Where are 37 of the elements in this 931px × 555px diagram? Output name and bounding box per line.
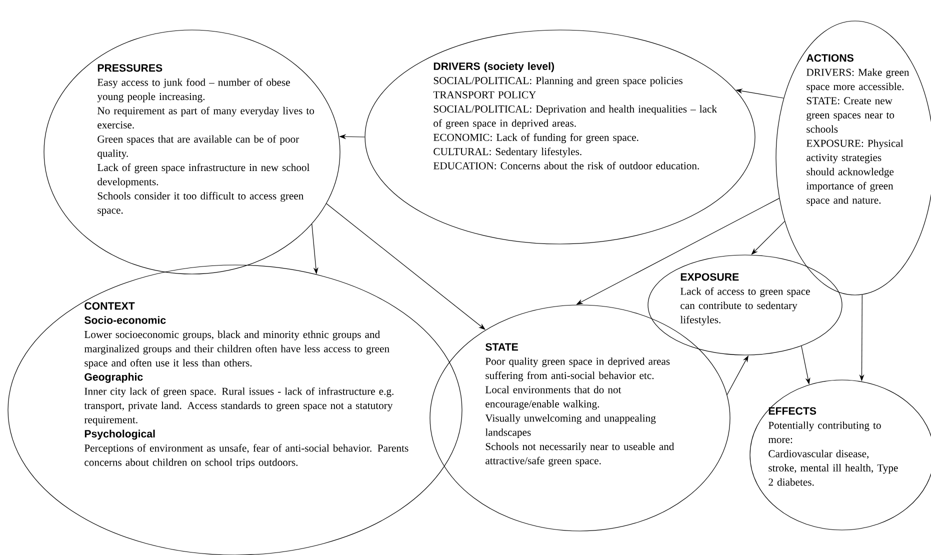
body-text: TRANSPORT POLICY [433,91,536,98]
body-text: ECONOMIC: Lack of funding for green space. [434,133,638,144]
body-text: Visually unwelcoming and unappealing landscapes [485,414,656,438]
heading: ACTIONS [806,54,854,62]
body-text: DRIVERS: Make green space more accessible. [806,68,910,92]
subheading: Socio-economic [84,316,166,324]
body-text: Easy access to junk food – number of obese young people increasing. [97,78,290,102]
heading: PRESSURES [98,64,162,72]
body-text: CULTURAL: Sedentary lifestyles. [434,148,582,158]
body-text: Cardiovascular disease, stroke, mental ill health, Type 2 diabetes. [768,450,898,486]
ellipse-node [648,254,842,356]
body-text: Local environments that do not encourage/enable walking. [486,386,622,410]
body-text: Perceptions of environment as unsafe, fear of anti-social behavior. Parents concerns about children on school trips outdoors. [84,444,408,468]
body-text: SOCIAL/POLITICAL: Planning and green space policies [434,76,682,86]
heading: DRIVERS (society level) [434,62,554,72]
body-text: Lower socioeconomic groups, black and minority ethnic groups and marginalized groups and their children often have less access to green space and often use it less than others. [84,330,390,369]
ellipse-node [364,30,756,244]
heading: EFFECTS [768,407,816,415]
body-text: No requirement as part of many everyday lives to exercise. [98,106,314,129]
heading: STATE [486,343,518,351]
subheading: Geographic [84,372,143,383]
ellipse-node [44,30,340,274]
body-text: Poor quality green space in deprived areas suffering from anti-social behavior etc. [486,357,670,382]
subheading: Psychological [84,430,155,440]
body-text: Schools consider it too difficult to access green space. [98,192,304,216]
body-text: Schools not necessarily near to useable and attractive/safe green space. [486,442,674,466]
body-text: Lack of access to green space can contribute to sedentary lifestyles. [680,287,810,326]
body-text: SOCIAL/POLITICAL: Deprivation and health inequalities – lack of green space in deprived areas. [434,105,717,129]
heading: EXPOSURE [680,273,739,281]
body-text: Lack of green space infrastructure in new school developments. [98,164,310,188]
heading: CONTEXT [84,302,135,310]
body-text: STATE: Create new green spaces near to schools [806,97,894,133]
body-text: Inner city lack of green space. Rural issues - lack of infrastructure e.g. transport, private land. Access standards to green space not a statutory requirement. [84,387,394,426]
body-text: EXPOSURE: Physical activity strategies should acknowledge importance of green space and nature. [806,139,904,206]
body-text: Green spaces that are available can be of poor quality. [98,135,300,160]
body-text: EDUCATION: Concerns about the risk of outdoor education. [434,162,699,170]
body-text: Potentially contributing to more: [768,421,881,444]
